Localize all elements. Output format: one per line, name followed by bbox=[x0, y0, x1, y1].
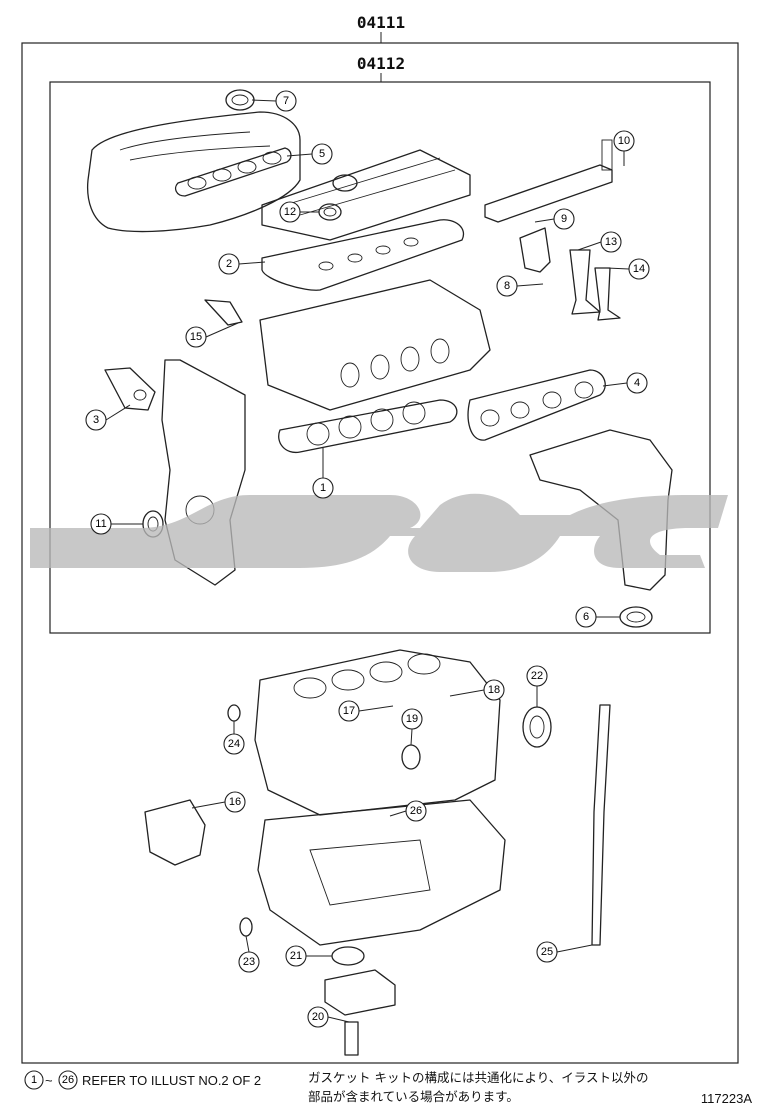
callout-11-label: 11 bbox=[95, 518, 106, 530]
callout-11: 11 bbox=[90, 513, 112, 535]
callout-15-label: 15 bbox=[190, 331, 202, 343]
callout-6: 6 bbox=[575, 606, 597, 628]
oil-pan-illustration bbox=[257, 799, 506, 946]
fuel-rail-illustration bbox=[484, 139, 613, 223]
footer-range-end: 26 bbox=[62, 1074, 74, 1086]
water-outlet-gasket-3 bbox=[104, 367, 156, 411]
footer-reference: 1 ~ 26 REFER TO ILLUST NO.2 OF 2 bbox=[24, 1070, 261, 1090]
leader-lines bbox=[105, 99, 630, 1023]
injector-illustration bbox=[519, 227, 551, 273]
callout-13-label: 13 bbox=[605, 236, 617, 248]
valve-cover-illustration bbox=[261, 149, 471, 241]
callout-3: 3 bbox=[85, 409, 107, 431]
watermark-logo bbox=[30, 493, 728, 572]
small-seal-24 bbox=[227, 704, 241, 722]
callout-4: 4 bbox=[626, 372, 648, 394]
callout-5: 5 bbox=[311, 143, 333, 165]
callout-22: 22 bbox=[526, 665, 548, 687]
callout-17: 17 bbox=[338, 700, 360, 722]
callout-9-label: 9 bbox=[561, 213, 567, 225]
callout-16-label: 16 bbox=[229, 796, 241, 808]
callout-2-label: 2 bbox=[226, 258, 232, 270]
callout-20-label: 20 bbox=[312, 1011, 324, 1023]
footer-japanese-note-line1: ガスケット キットの構成には共通化により、イラスト以外の bbox=[308, 1070, 648, 1085]
valve-illustration bbox=[569, 249, 621, 321]
callout-26: 26 bbox=[405, 800, 427, 822]
callout-1-label: 1 bbox=[320, 482, 326, 494]
callout-10: 10 bbox=[613, 130, 635, 152]
callout-23-label: 23 bbox=[243, 956, 255, 968]
callout-3-label: 3 bbox=[93, 414, 99, 426]
callout-2: 2 bbox=[218, 253, 240, 275]
callout-22-label: 22 bbox=[531, 670, 543, 682]
callout-10-label: 10 bbox=[618, 135, 630, 147]
callout-12-label: 12 bbox=[284, 206, 296, 218]
callout-17-label: 17 bbox=[343, 705, 355, 717]
callout-19-label: 19 bbox=[406, 713, 418, 725]
oil-filter-ring-21 bbox=[331, 946, 365, 966]
illustration-id: 117223A bbox=[701, 1091, 752, 1106]
cylinder-head-cover-illustration bbox=[86, 111, 301, 233]
small-seal-23 bbox=[239, 917, 253, 937]
callout-13: 13 bbox=[600, 231, 622, 253]
rear-oil-seal-22 bbox=[522, 706, 552, 748]
callout-5-label: 5 bbox=[319, 148, 325, 160]
head-gasket-1 bbox=[278, 399, 458, 454]
exhaust-gasket-4 bbox=[467, 369, 606, 441]
callout-1: 1 bbox=[312, 477, 334, 499]
callout-12: 12 bbox=[279, 201, 301, 223]
footer-range-sep: ~ bbox=[45, 1073, 53, 1088]
callout-14: 14 bbox=[628, 258, 650, 280]
oil-dipstick-guide-25 bbox=[591, 704, 611, 946]
callout-24-label: 24 bbox=[228, 738, 240, 750]
footer-refer-text: REFER TO ILLUST NO.2 OF 2 bbox=[82, 1073, 261, 1088]
exhaust-ring-6 bbox=[619, 606, 653, 628]
callout-20: 20 bbox=[307, 1006, 329, 1028]
callout-21: 21 bbox=[285, 945, 307, 967]
callout-8-label: 8 bbox=[504, 280, 510, 292]
callout-25-label: 25 bbox=[541, 946, 553, 958]
sub-kit-number-label: 04112 bbox=[357, 54, 405, 73]
oil-filter-illustration bbox=[324, 969, 396, 1056]
callout-8: 8 bbox=[496, 275, 518, 297]
callout-18-label: 18 bbox=[488, 684, 500, 696]
callout-14-label: 14 bbox=[633, 263, 645, 275]
outer-frame bbox=[21, 42, 739, 1064]
callout-26-label: 26 bbox=[410, 805, 422, 817]
callout-24: 24 bbox=[223, 733, 245, 755]
water-pump-illustration-16 bbox=[144, 799, 206, 866]
callout-6-label: 6 bbox=[583, 611, 589, 623]
callout-19: 19 bbox=[401, 708, 423, 730]
head-cover-gasket-2 bbox=[261, 219, 465, 291]
callout-18: 18 bbox=[483, 679, 505, 701]
callout-16: 16 bbox=[224, 791, 246, 813]
exhaust-manifold-illustration bbox=[529, 429, 673, 591]
callout-7: 7 bbox=[275, 90, 297, 112]
footer-japanese-note-line2: 部品が含まれている場合があります。 bbox=[308, 1089, 519, 1104]
callout-9: 9 bbox=[553, 208, 575, 230]
callout-15: 15 bbox=[185, 326, 207, 348]
sensor-illustration-15 bbox=[204, 299, 243, 326]
cylinder-block-illustration bbox=[254, 649, 501, 816]
upper-kit-frame bbox=[49, 81, 711, 634]
cylinder-head-illustration bbox=[259, 279, 491, 411]
callout-25: 25 bbox=[536, 941, 558, 963]
thermostat-gasket-7 bbox=[225, 89, 255, 111]
footer-range-start: 1 bbox=[31, 1074, 37, 1086]
callout-23: 23 bbox=[238, 951, 260, 973]
intake-gasket-5 bbox=[174, 147, 292, 197]
callout-21-label: 21 bbox=[290, 950, 302, 962]
callout-7-label: 7 bbox=[283, 95, 289, 107]
kit-number-label: 04111 bbox=[357, 13, 405, 32]
small-seal-19 bbox=[401, 744, 421, 770]
callout-4-label: 4 bbox=[634, 377, 640, 389]
